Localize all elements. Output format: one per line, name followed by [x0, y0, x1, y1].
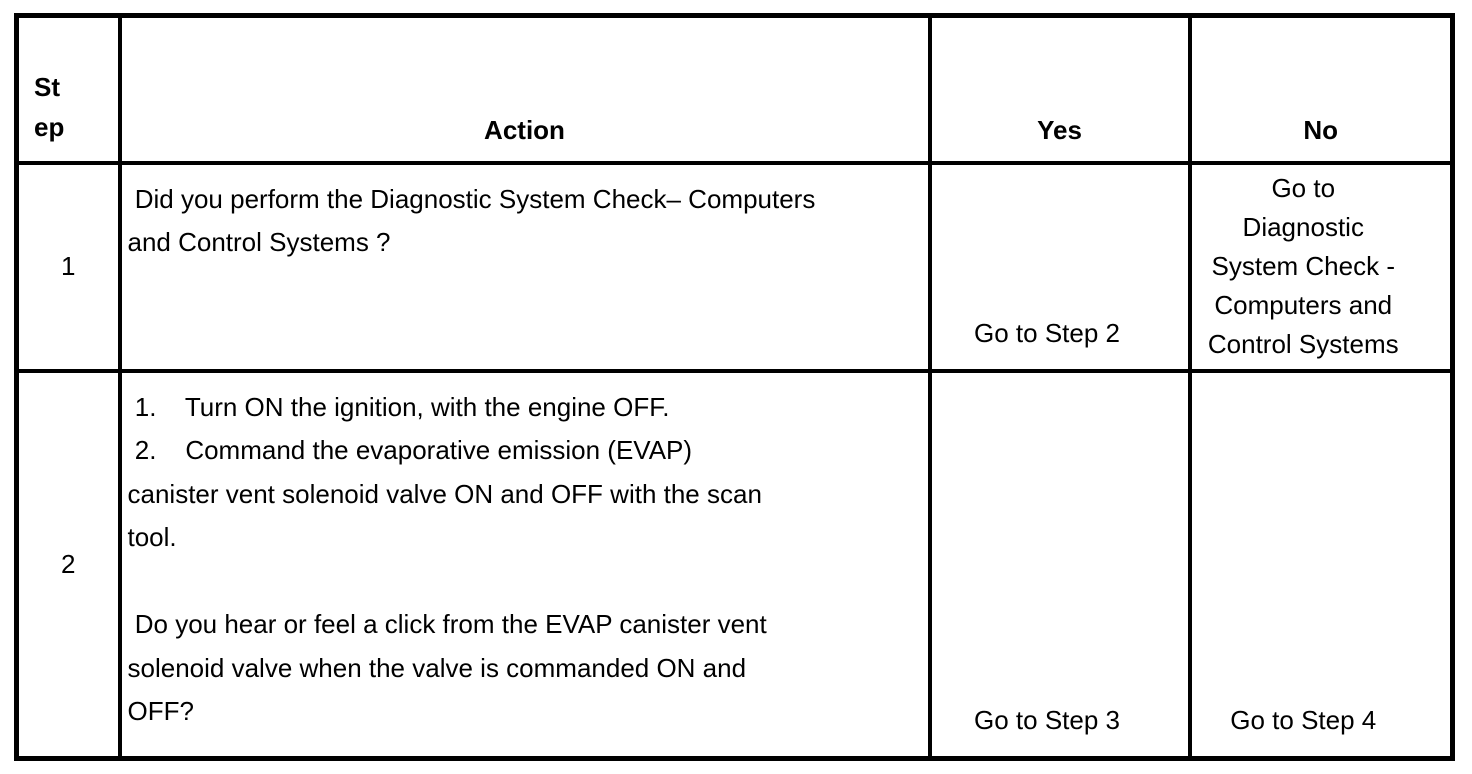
step-1-no-result: Go to Diagnostic System Check - Computer… — [1187, 160, 1455, 373]
step-2-row: 2 1. Turn ON the ignition, with the engi… — [14, 368, 1455, 761]
header-yes: Yes — [927, 13, 1192, 165]
step-1-row: 1 Did you perform the Diagnostic System … — [14, 160, 1455, 373]
table-header-row: St ep Action Yes No — [14, 13, 1455, 165]
step-1-number: 1 — [14, 160, 122, 373]
step-2-action-text: 1. Turn ON the ignition, with the engine… — [117, 368, 932, 761]
step-1-action-text: Did you perform the Diagnostic System Ch… — [117, 160, 932, 373]
step-1-yes-result: Go to Step 2 — [927, 160, 1192, 373]
header-no: No — [1187, 13, 1455, 165]
diagnostic-table: St ep Action Yes No 1 Did you perform th… — [14, 13, 1455, 761]
header-action: Action — [117, 13, 932, 165]
step-2-yes-result: Go to Step 3 — [927, 368, 1192, 761]
step-2-no-result: Go to Step 4 — [1187, 368, 1455, 761]
step-2-number: 2 — [14, 368, 122, 761]
header-step: St ep — [14, 13, 122, 165]
